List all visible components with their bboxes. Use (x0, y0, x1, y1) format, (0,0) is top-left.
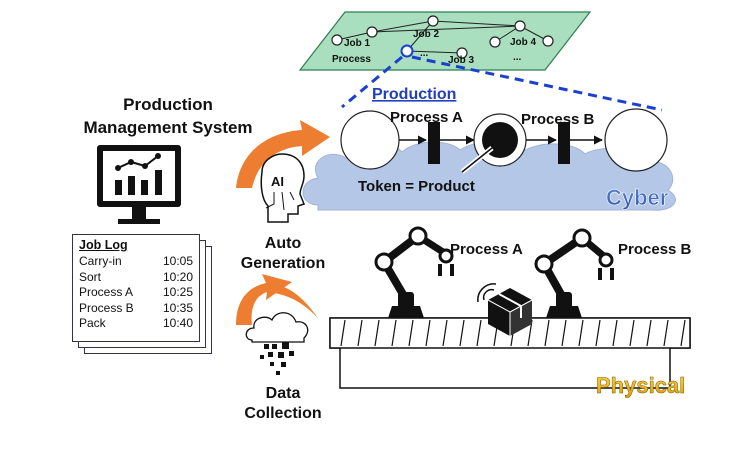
physical-layer-label: Physical (596, 373, 685, 398)
job-log-time: 10:20 (162, 269, 193, 284)
process-b-transition (558, 122, 570, 164)
auto-label-line2: Generation (241, 255, 325, 272)
job-log-time: 10:05 (162, 254, 193, 268)
place-end (604, 108, 668, 172)
net-node (489, 36, 501, 48)
auto-label-line1: Auto (265, 235, 302, 252)
pms-title-line2: Management System (83, 118, 252, 137)
wireless-signal-icon (477, 283, 497, 303)
data-label-line1: Data (266, 385, 301, 402)
auto-generation-arrow (236, 120, 330, 188)
net-node (514, 20, 526, 32)
robot-arm-b (534, 228, 614, 318)
zoom-dashed-lines (341, 55, 663, 112)
selected-net-node (400, 44, 414, 58)
job-log-time: 10:40 (162, 316, 193, 331)
net-ellipsis: ... (513, 52, 522, 63)
production-process-flow: Process A Process B Token = Product (340, 108, 668, 195)
data-cloud-icon (245, 312, 309, 375)
job-log-row: Pack 10:40 (79, 316, 193, 332)
ai-head-icon: AI (260, 153, 305, 223)
production-title: Production (372, 86, 456, 103)
net-node (331, 34, 343, 46)
product-box-icon (487, 288, 533, 336)
cyber-network-plane: Job 1 Job 2 Job 3 Job 4 Process ... ... (298, 11, 592, 71)
job-4-label: Job 4 (510, 37, 537, 48)
job-1-label: Job 1 (344, 38, 371, 49)
pms-title-line1: Production (123, 95, 213, 114)
data-collection-arrow (236, 274, 318, 325)
net-node (542, 35, 554, 47)
job-2-label: Job 2 (413, 29, 440, 40)
job-log-task: Process B (79, 300, 134, 315)
net-ellipsis: ... (420, 48, 429, 59)
job-log-task: Sort (79, 269, 102, 284)
job-log-task: Process A (79, 285, 134, 300)
physical-process-b-label: Process B (618, 241, 692, 258)
job-log-row: Sort 10:20 (79, 270, 193, 286)
physical-process-a-label: Process A (450, 241, 523, 258)
job-log-row: Carry-in 10:05 (79, 254, 193, 270)
job-log-row: Process B 10:35 (79, 301, 193, 317)
process-a-transition (428, 122, 440, 164)
net-node (366, 26, 378, 38)
cyber-layer-label: Cyber (606, 185, 669, 210)
ai-badge: AI (271, 174, 284, 189)
monitor-icon (97, 145, 181, 224)
cyber-process-a-label: Process A (390, 109, 463, 126)
net-node (427, 15, 439, 27)
job-log-time: 10:25 (162, 285, 193, 300)
job-log-row: Process A 10:25 (79, 285, 193, 301)
net-node (456, 47, 468, 59)
net-process-label: Process (332, 54, 371, 65)
cyber-process-b-label: Process B (521, 111, 595, 128)
job-log-time: 10:35 (162, 300, 193, 315)
robot-arm-a (374, 226, 454, 318)
data-label-line2: Collection (244, 405, 321, 422)
job-log-task: Pack (79, 316, 106, 331)
job-log-title: Job Log (79, 238, 128, 252)
job-log-task: Carry-in (79, 254, 122, 268)
job-3-label: Job 3 (448, 55, 475, 66)
token-product-label: Token = Product (358, 178, 475, 195)
